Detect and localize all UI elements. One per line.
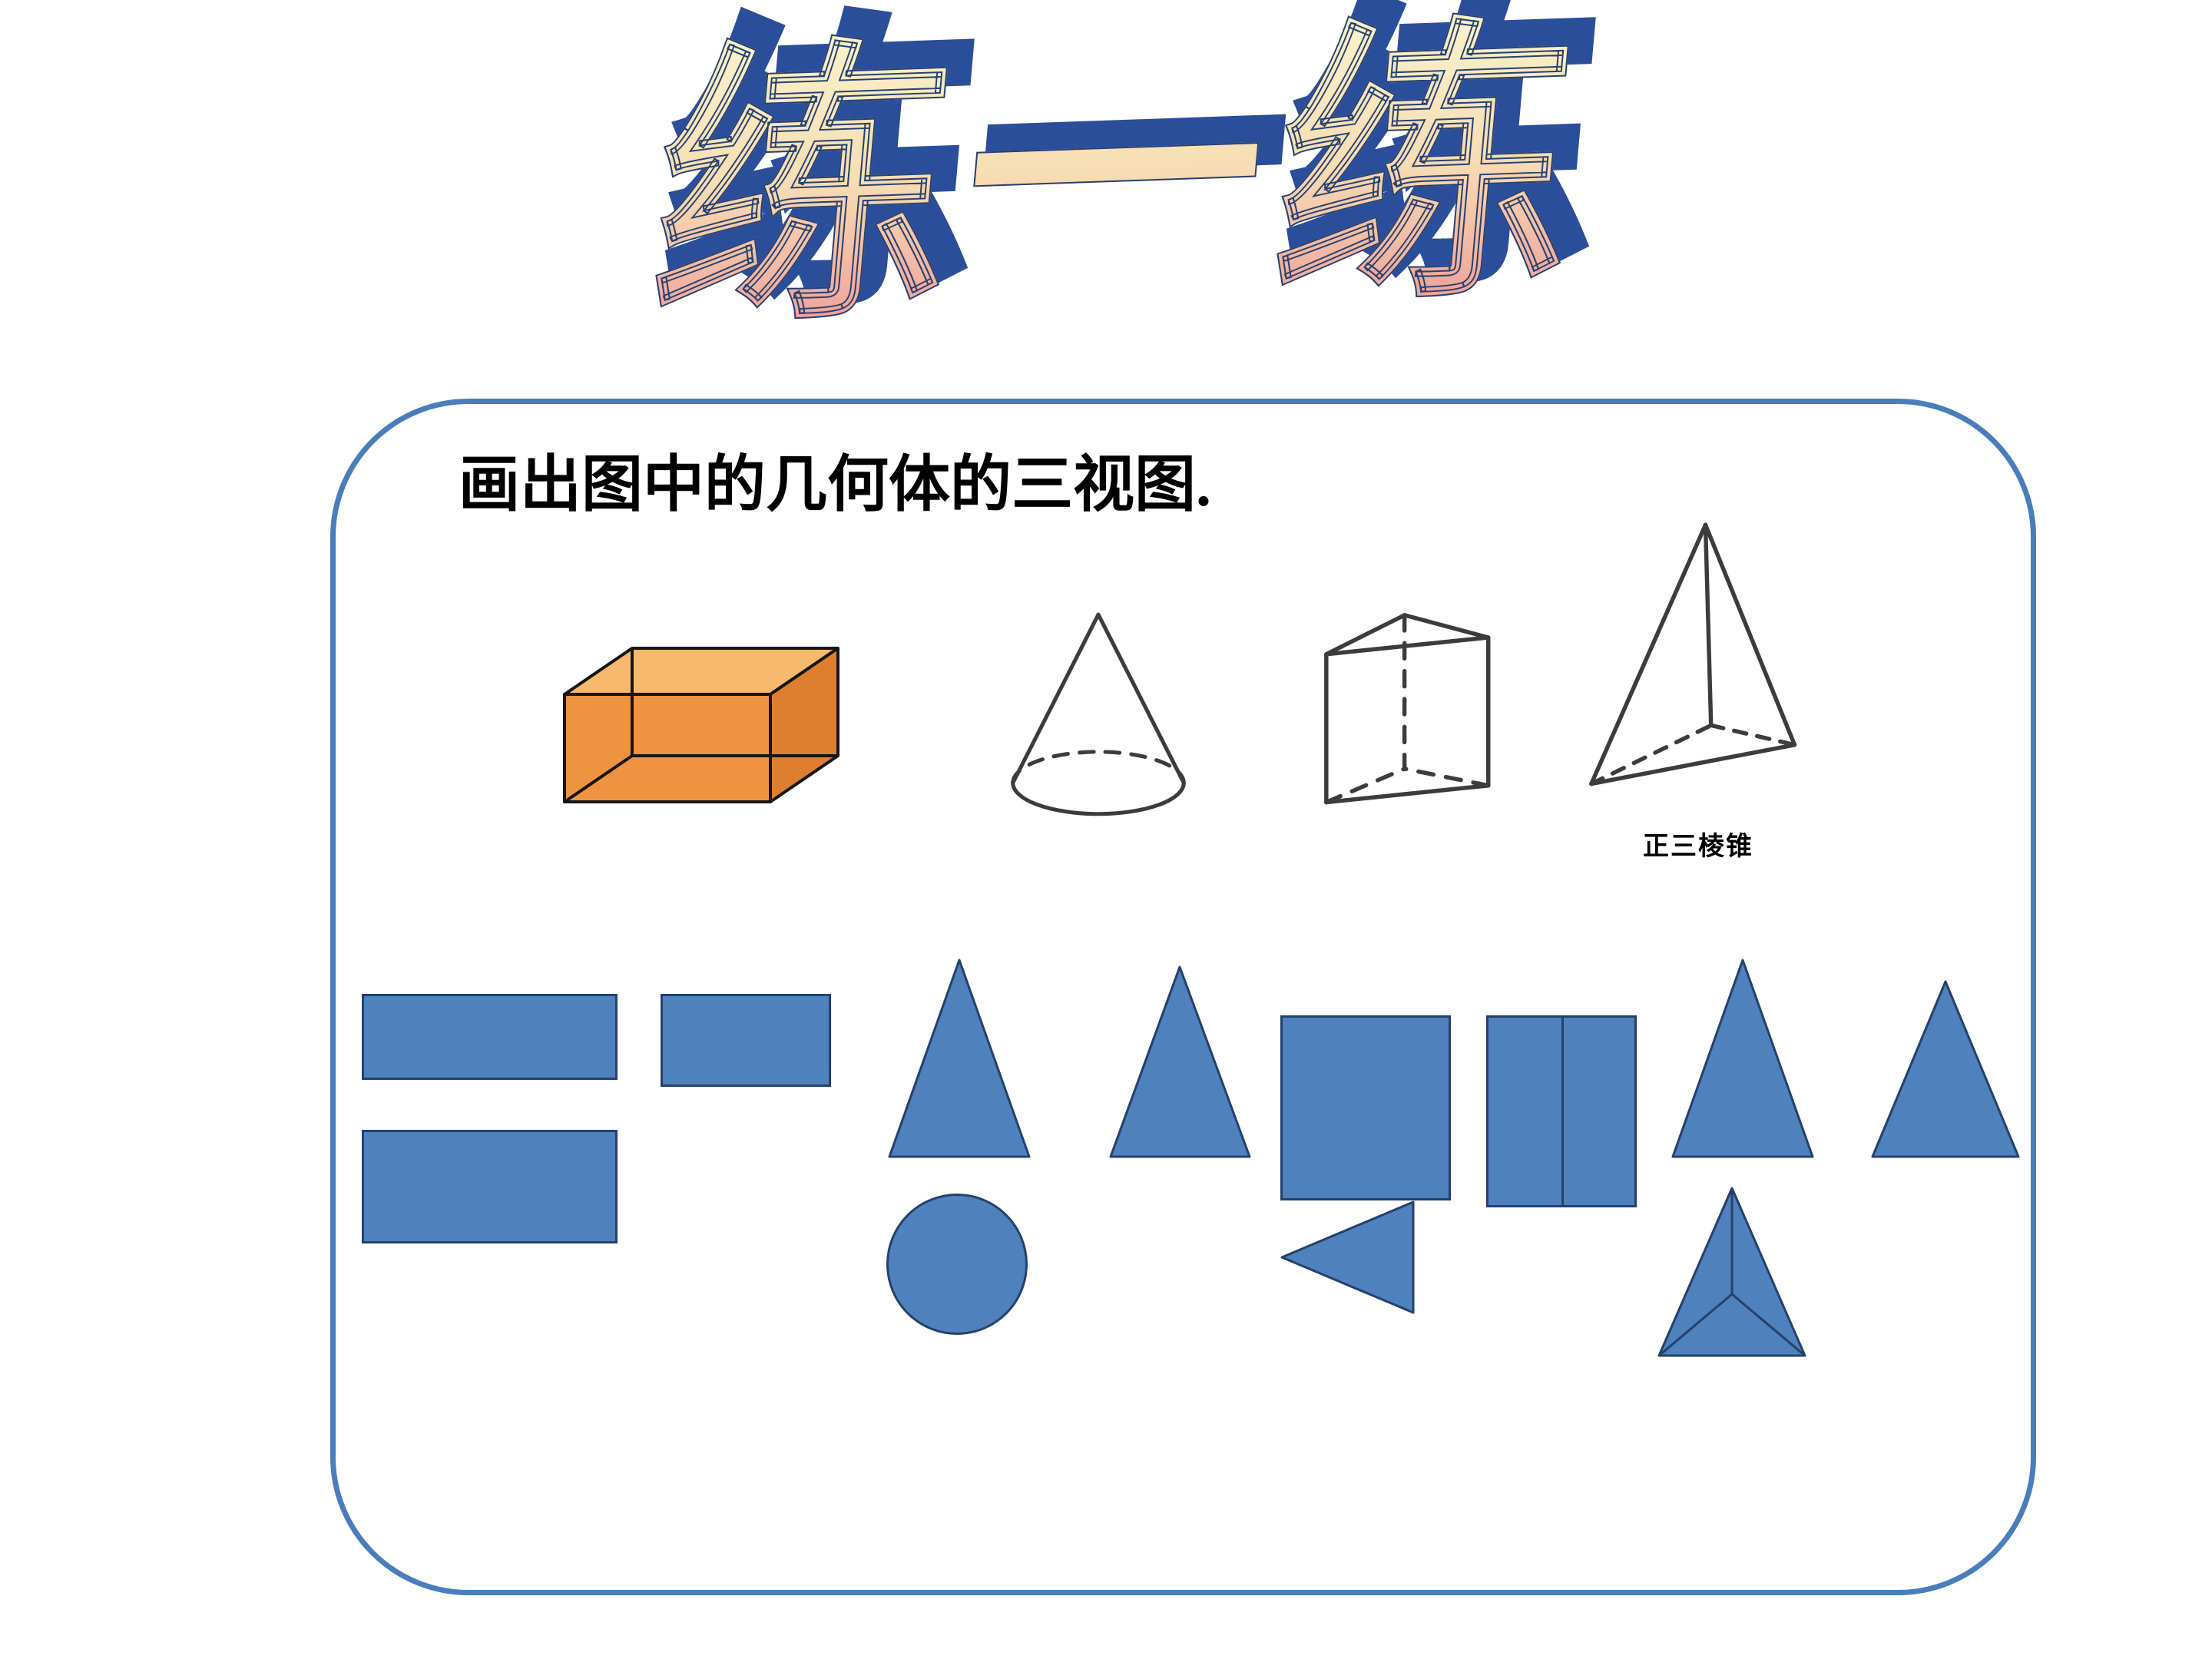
page-title: 练一练 bbox=[522, 0, 1722, 366]
view-prism-side-split-rectangle bbox=[1486, 1015, 1637, 1207]
cuboid-hidden-edges bbox=[563, 648, 838, 803]
practice-panel: 画出图中的几何体的三视图. bbox=[330, 399, 2036, 1595]
triangular-prism-figure bbox=[1324, 613, 1491, 805]
cone-figure bbox=[1011, 612, 1186, 816]
cone-base-back-arc bbox=[1011, 750, 1186, 785]
prism-bottom-front-edge bbox=[1324, 783, 1491, 805]
view-pyramid-front-triangle bbox=[1671, 959, 1814, 1158]
view-cuboid-top-rectangle bbox=[362, 1130, 618, 1243]
view-prism-top-left-triangle bbox=[1280, 1200, 1415, 1314]
prism-bottom-hidden-right bbox=[1402, 767, 1491, 788]
pyramid-base-hidden-right bbox=[1709, 723, 1797, 747]
cone-left-edge bbox=[1011, 612, 1101, 785]
view-pyramid-top-triangle-with-center-lines bbox=[1657, 1187, 1806, 1357]
pyramid-left-edge bbox=[1589, 522, 1708, 786]
pyramid-base-front-edge bbox=[1589, 743, 1797, 786]
prism-bottom-hidden-left bbox=[1324, 767, 1407, 805]
cone-right-edge bbox=[1096, 612, 1186, 785]
prism-top-face bbox=[1324, 613, 1491, 657]
title-wordart: 练一练 练一练 bbox=[538, 0, 1705, 399]
view-cuboid-side-rectangle bbox=[661, 994, 831, 1087]
view-prism-front-square bbox=[1280, 1015, 1451, 1200]
split-rectangle-divider bbox=[1561, 1018, 1564, 1205]
pyramid-right-edge bbox=[1703, 522, 1797, 747]
cuboid-figure bbox=[563, 647, 839, 803]
pyramid-figure bbox=[1589, 522, 1797, 786]
view-pyramid-side-triangle bbox=[1871, 980, 2020, 1158]
pyramid-label: 正三棱锥 bbox=[1643, 831, 1753, 862]
view-cone-side-triangle bbox=[1109, 965, 1251, 1158]
pyramid-back-edge bbox=[1703, 522, 1714, 728]
pyramid-figure-group: 正三棱锥 bbox=[1583, 519, 1813, 873]
view-cuboid-front-rectangle bbox=[362, 994, 618, 1080]
view-cone-front-triangle bbox=[888, 959, 1031, 1158]
view-cone-top-circle bbox=[886, 1194, 1028, 1335]
pyramid-base-hidden-left bbox=[1589, 723, 1714, 786]
cuboid-front-face bbox=[563, 693, 772, 803]
instruction-text: 画出图中的几何体的三视图. bbox=[459, 452, 1211, 519]
cone-base-front-arc bbox=[1011, 780, 1186, 816]
